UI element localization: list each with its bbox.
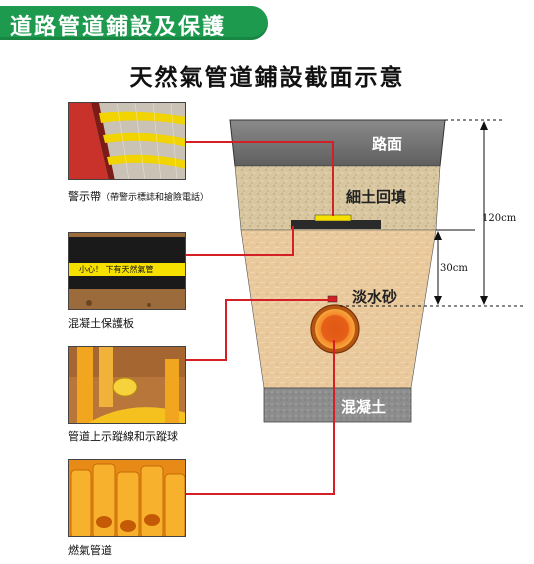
total-depth-label: 120cm xyxy=(482,213,517,224)
warning-tape-photo xyxy=(68,102,186,180)
board-warning-text: 小心！ 下有天然氣管 xyxy=(79,265,154,274)
concrete-label: 混凝土 xyxy=(341,398,387,416)
fine-soil-label: 細土回填 xyxy=(346,188,407,206)
tracer-ball-caption: 管道上示蹤線和示蹤球 xyxy=(68,430,178,443)
protection-board-caption: 混凝土保護板 xyxy=(68,317,134,330)
gas-pipes-caption: 燃氣管道 xyxy=(68,544,112,557)
warning-tape-caption-title: 警示帶 xyxy=(68,190,101,203)
sand-depth-label: 30cm xyxy=(440,263,468,274)
sand-label: 淡水砂 xyxy=(352,288,398,306)
warning-tape-caption: 警示帶（帶警示標誌和搶險電話） xyxy=(68,188,209,204)
header-banner: 道路管道鋪設及保護 xyxy=(0,6,268,40)
tracer-ball-photo xyxy=(68,346,186,424)
protection-board-photo: 小心！ 下有天然氣管 xyxy=(68,232,186,310)
concrete-layer xyxy=(263,387,412,423)
banner-title: 道路管道鋪設及保護 xyxy=(10,15,227,40)
dimension-arrows xyxy=(434,121,488,305)
protection-board xyxy=(291,220,381,229)
dimension-lines xyxy=(340,119,525,307)
warning-tape-caption-note: （帶警示標誌和搶險電話） xyxy=(101,193,210,203)
tracer-marker xyxy=(327,295,338,303)
page-title: 天然氣管道鋪設截面示意 xyxy=(129,65,405,91)
gas-pipes-photo xyxy=(68,459,186,537)
road-label: 路面 xyxy=(372,135,403,153)
leader-lines xyxy=(186,141,335,495)
